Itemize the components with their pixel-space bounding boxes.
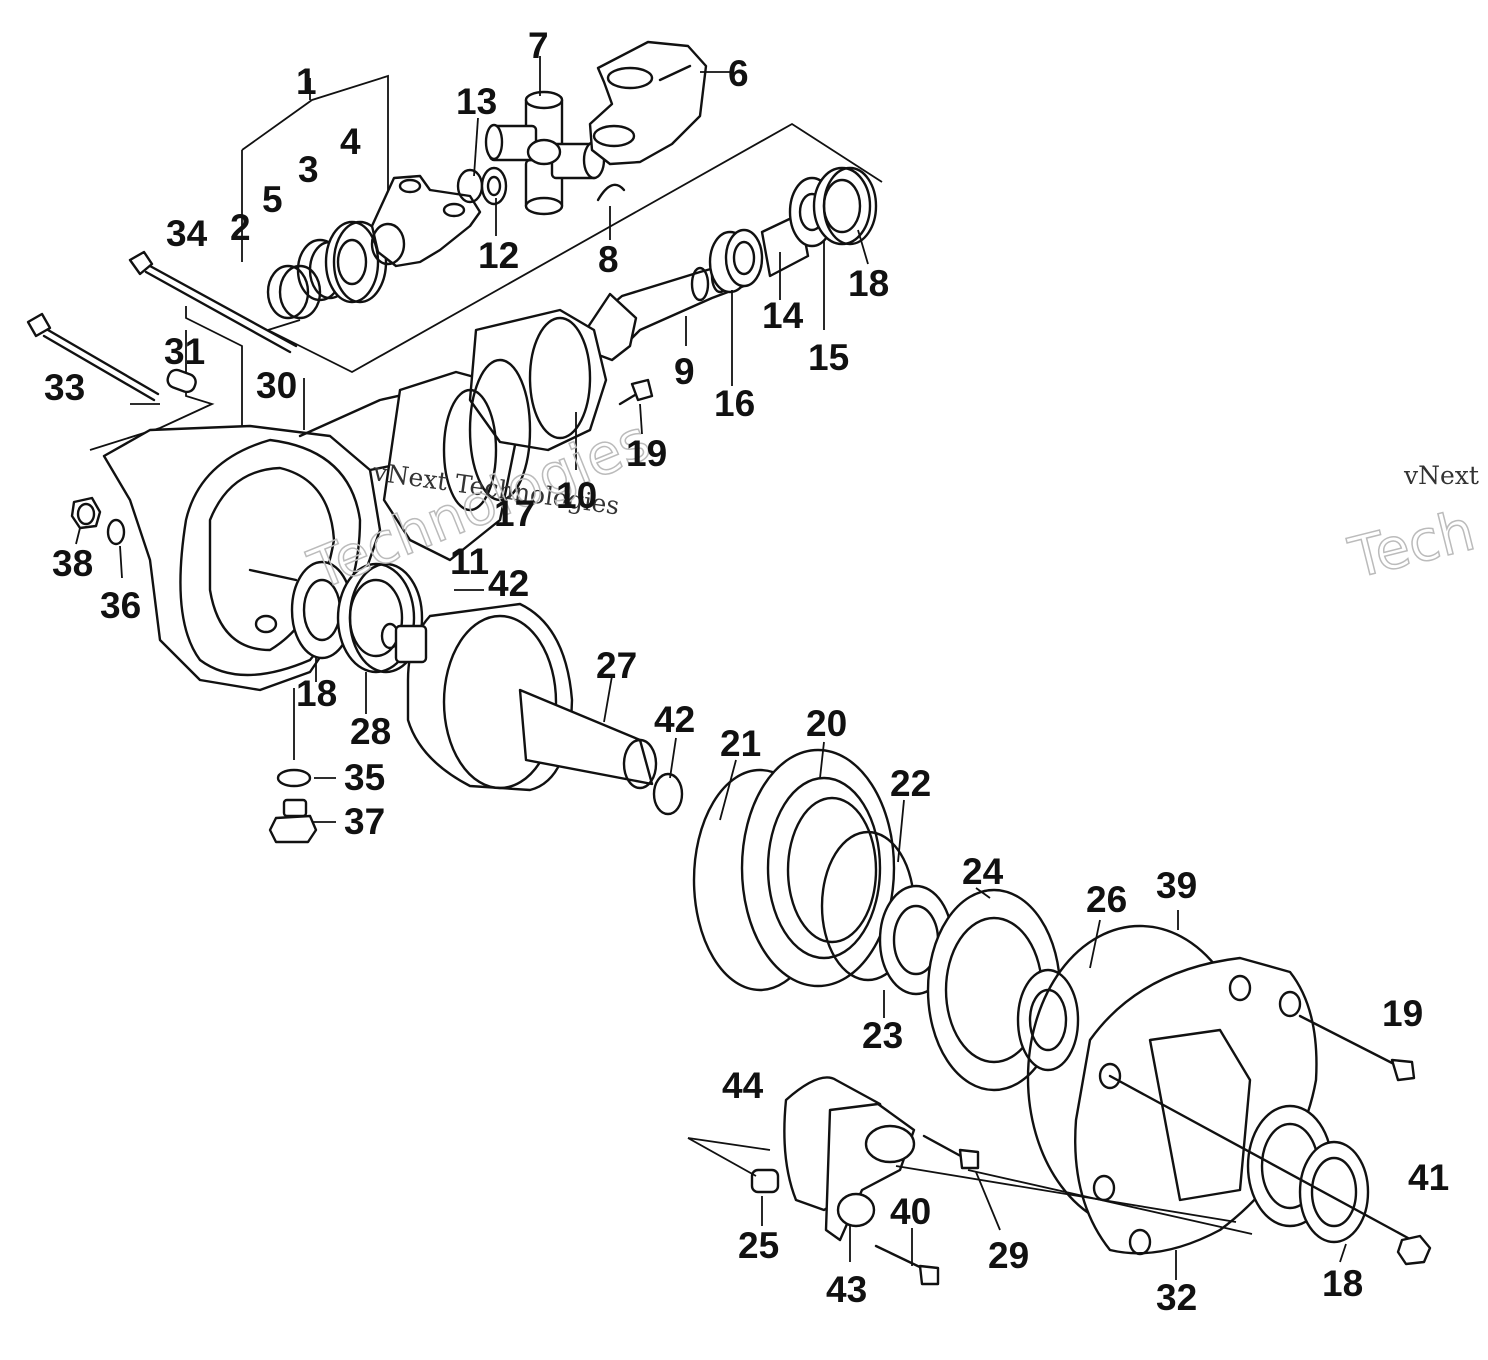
housing-bolt-upper xyxy=(618,378,654,406)
label-13: 13 xyxy=(456,81,497,122)
label-23: 23 xyxy=(862,1015,903,1056)
label-18b: 18 xyxy=(296,673,337,714)
universal-joint-spider xyxy=(484,90,606,216)
label-4: 4 xyxy=(340,121,361,162)
svg-text:Tech: Tech xyxy=(1343,498,1481,592)
label-40: 40 xyxy=(890,1191,931,1232)
label-41: 41 xyxy=(1408,1157,1449,1198)
label-18c: 18 xyxy=(1322,1263,1363,1304)
label-29: 29 xyxy=(988,1235,1029,1276)
label-1: 1 xyxy=(296,61,317,102)
label-35: 35 xyxy=(344,757,385,798)
label-17: 17 xyxy=(494,493,535,534)
label-20: 20 xyxy=(806,703,847,744)
label-25: 25 xyxy=(738,1225,779,1266)
drain-washer xyxy=(276,768,312,788)
label-38: 38 xyxy=(52,543,93,584)
actuator-assembly xyxy=(750,1076,980,1286)
part-labels: 1 2 3 4 5 6 7 8 9 10 11 12 13 14 15 16 1… xyxy=(44,25,1449,1318)
label-42b: 42 xyxy=(654,699,695,740)
cover-nut xyxy=(1108,1074,1432,1266)
label-9: 9 xyxy=(674,351,695,392)
label-33: 33 xyxy=(44,367,85,408)
drain-plug xyxy=(268,798,318,844)
label-27: 27 xyxy=(596,645,637,686)
label-12: 12 xyxy=(478,235,519,276)
long-bolts xyxy=(26,250,298,402)
yoke xyxy=(588,40,708,166)
dowel-pin xyxy=(166,368,197,394)
cover-bolt xyxy=(1298,1014,1416,1082)
label-43: 43 xyxy=(826,1269,867,1310)
ring-gear xyxy=(692,748,896,992)
label-34: 34 xyxy=(166,213,208,254)
label-11: 11 xyxy=(450,541,489,582)
label-24: 24 xyxy=(962,851,1004,892)
pinion-bearings xyxy=(708,166,878,294)
companion-flange-assembly xyxy=(266,174,482,320)
snap-ring xyxy=(596,183,626,202)
group-bracket-lines xyxy=(89,74,883,760)
label-19b: 19 xyxy=(1382,993,1423,1034)
label-31: 31 xyxy=(164,331,205,372)
label-37: 37 xyxy=(344,801,385,842)
label-39: 39 xyxy=(1156,865,1197,906)
label-36: 36 xyxy=(100,585,141,626)
dust-seal-and-ring xyxy=(456,166,508,206)
label-5: 5 xyxy=(262,179,283,220)
filler-plug xyxy=(70,496,102,530)
svg-text:vNext: vNext xyxy=(1403,461,1479,490)
label-21: 21 xyxy=(720,723,761,764)
differential-case xyxy=(394,602,684,816)
label-28: 28 xyxy=(350,711,391,752)
output-bearing xyxy=(926,888,1080,1092)
label-22: 22 xyxy=(890,763,931,804)
label-42a: 42 xyxy=(488,563,529,604)
label-8: 8 xyxy=(598,239,619,280)
label-2: 2 xyxy=(230,207,251,248)
label-7: 7 xyxy=(528,25,549,66)
label-14: 14 xyxy=(762,295,804,336)
label-18a: 18 xyxy=(848,263,889,304)
label-32: 32 xyxy=(1156,1277,1197,1318)
label-10: 10 xyxy=(556,475,597,516)
label-19a: 19 xyxy=(626,433,667,474)
label-3: 3 xyxy=(298,149,319,190)
label-15: 15 xyxy=(808,337,849,378)
label-26: 26 xyxy=(1086,879,1127,920)
label-16: 16 xyxy=(714,383,755,424)
leader-lines xyxy=(75,56,1347,1280)
label-30: 30 xyxy=(256,365,297,406)
side-bearing-left xyxy=(290,560,424,674)
diff-cover-housing xyxy=(1026,924,1370,1256)
label-44: 44 xyxy=(722,1065,764,1106)
label-6: 6 xyxy=(728,53,749,94)
filler-washer xyxy=(106,518,126,546)
